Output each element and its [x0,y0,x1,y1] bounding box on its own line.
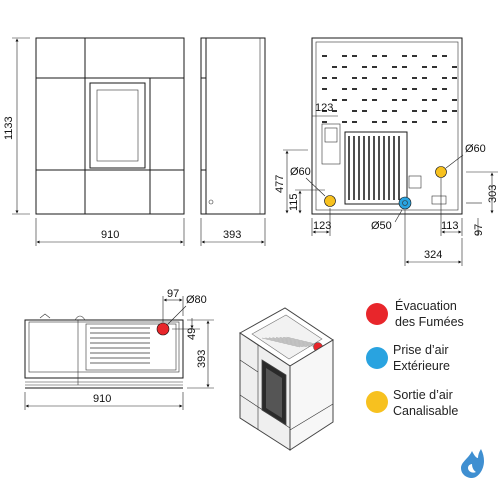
front-height-label: 1133 [3,116,15,140]
top-exhaust-icon [156,322,170,336]
rear-air-outlet-left-icon [324,195,336,207]
flame-drop-icon [461,449,484,478]
isometric-top-vent [261,336,325,348]
top-offset-97-label: 97 [167,288,179,300]
side-view: 393 [200,37,266,246]
legend-item-exhaust: Évacuation des Fumées [395,299,464,329]
side-depth-label: 393 [223,229,241,241]
rear-width-113-label: 113 [441,220,459,232]
front-view: 1133 910 [3,37,185,246]
rear-diameter-left-label: Ø60 [290,166,311,178]
legend-item-outlet: Sortie d’air Canalisable [393,388,459,418]
front-width-label: 910 [101,229,119,241]
rear-height-303-label: 303 [487,185,499,203]
intake-legend-icon [366,347,388,369]
rear-width-324-label: 324 [424,249,442,261]
top-width-label: 910 [93,393,111,405]
top-view: 97 Ø80 49 393 910 [24,288,214,410]
outlet-legend-icon [366,391,388,413]
legend-item-intake: Prise d’air Extérieure [393,343,450,373]
rear-width-123-label: 123 [313,220,331,232]
rear-height-97-label: 97 [473,224,485,236]
rear-height-477-label: 477 [274,175,286,193]
rear-height-115-label: 115 [288,193,300,211]
rear-air-intake-icon [398,196,412,210]
rear-grille [348,136,400,200]
top-height-49-label: 49 [186,328,198,340]
rear-view: 123 Ø60 477 115 Ø60 303 97 123 Ø50 [274,37,499,266]
rear-diameter-50-label: Ø50 [371,220,392,232]
rear-vent-perforations [322,55,457,123]
rear-air-outlet-right-icon [435,166,447,178]
rear-offset-label: 123 [315,102,333,114]
exhaust-legend-icon [366,303,388,325]
top-louvers [90,327,150,364]
top-diameter-80-label: Ø80 [186,294,207,306]
rear-diameter-right-label: Ø60 [465,143,486,155]
top-depth-label: 393 [196,350,208,368]
isometric-view [239,307,334,451]
